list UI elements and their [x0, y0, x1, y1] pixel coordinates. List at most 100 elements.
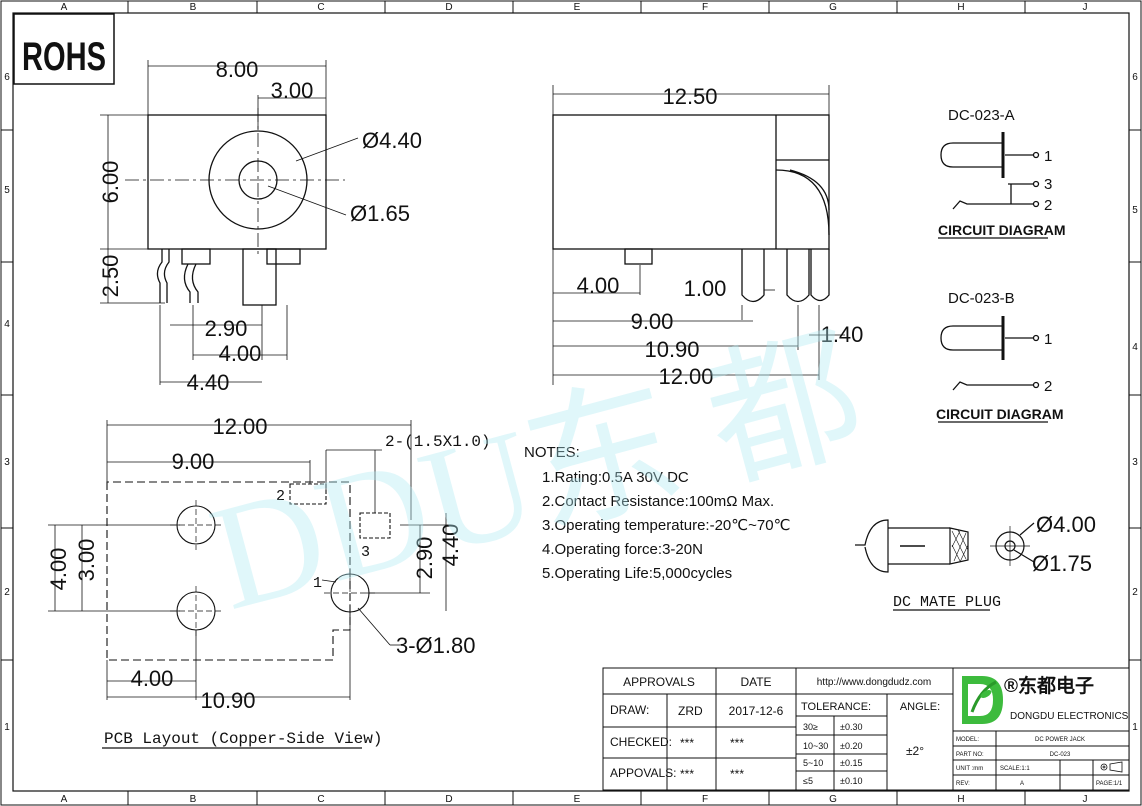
- circuit-b-caption: CIRCUIT DIAGRAM: [936, 406, 1064, 422]
- row-label: 2: [1132, 587, 1138, 598]
- pcb-slot: 2-(1.5X1.0): [385, 433, 491, 451]
- tb-appovals-label: APPOVALS:: [610, 766, 676, 780]
- dim-pitch-c: 4.40: [187, 370, 230, 395]
- tb-date: DATE: [740, 675, 771, 689]
- dim-height: 6.00: [98, 161, 123, 204]
- rohs-text: ROHS: [22, 35, 106, 79]
- dim-pitch-b: 4.00: [219, 341, 262, 366]
- note-item: 1.Rating:0.5A 30V DC: [542, 469, 689, 486]
- row-label: 3: [1132, 457, 1138, 468]
- circuit-a-pin2: 2: [1044, 197, 1052, 214]
- row-label: 5: [1132, 205, 1138, 216]
- side-view-labels: 12.50 4.00 1.00 9.00 10.90 12.00 1.40: [577, 84, 864, 389]
- tb-tol-value: ±0.20: [840, 741, 862, 751]
- notes-title: NOTES:: [524, 444, 580, 461]
- tb-part-val: DC-023: [1050, 752, 1071, 758]
- pcb-pin3: 3: [361, 544, 370, 561]
- plug-outer: Ø4.00: [1036, 512, 1096, 537]
- tb-rev-val: A: [1020, 781, 1024, 787]
- col-label: B: [190, 794, 197, 805]
- dc-mate-plug: [855, 519, 1035, 611]
- plug-caption: DC MATE PLUG: [893, 594, 1001, 611]
- tb-angle-val: ±2°: [906, 744, 924, 758]
- row-label: 4: [4, 319, 10, 330]
- projection-symbol-icon: [1100, 761, 1123, 773]
- row-label: 5: [4, 185, 10, 196]
- dim-d1: 4.00: [577, 273, 620, 298]
- tb-tolerance: TOLERANCE:: [801, 701, 871, 713]
- dim-inner-dia: Ø1.65: [350, 201, 410, 226]
- tb-page: PAGE:1/1: [1096, 781, 1123, 787]
- note-item: 4.Operating force:3-20N: [542, 541, 703, 558]
- tb-draw-date: 2017-12-6: [729, 704, 784, 718]
- col-label: D: [445, 2, 452, 13]
- plug-labels: Ø4.00 Ø1.75 DC MATE PLUG: [893, 512, 1096, 611]
- tb-angle: ANGLE:: [900, 701, 940, 713]
- tb-model-label: MODEL:: [956, 737, 979, 743]
- tb-scale: SCALE:1:1: [1000, 766, 1030, 772]
- dim-d4: 10.90: [644, 337, 699, 362]
- tb-checked-label: CHECKED:: [610, 735, 672, 749]
- dim-pin-len: 2.50: [98, 255, 123, 298]
- pcb-b1090: 10.90: [200, 688, 255, 713]
- col-label: E: [574, 794, 581, 805]
- pcb-pin1: 1: [313, 575, 322, 592]
- pcb-caption: PCB Layout (Copper-Side View): [104, 730, 382, 748]
- col-label: A: [61, 794, 68, 805]
- pcb-h3: 3.00: [74, 539, 99, 582]
- note-item: 2.Contact Resistance:100mΩ Max.: [542, 493, 774, 510]
- row-label: 4: [1132, 342, 1138, 353]
- pcb-layout: [48, 420, 450, 749]
- col-label: C: [317, 794, 324, 805]
- pcb-h290: 2.90: [412, 537, 437, 580]
- circuit-b-title: DC-023-B: [948, 290, 1015, 307]
- tb-draw-name: ZRD: [678, 704, 703, 718]
- front-view-labels: 8.00 3.00 Ø4.40 Ø1.65 6.00 2.50 2.90 4.0…: [98, 57, 422, 395]
- tb-brand-en: DONGDU ELECTRONICS: [1010, 711, 1129, 722]
- note-item: 5.Operating Life:5,000cycles: [542, 565, 732, 582]
- dongdu-logo-icon: [962, 676, 1003, 724]
- dim-width: 8.00: [216, 57, 259, 82]
- row-label: 1: [1132, 722, 1138, 733]
- circuit-a-labels: DC-023-A 1 3 2 CIRCUIT DIAGRAM: [938, 107, 1066, 238]
- tb-url: http://www.dongdudz.com: [817, 677, 932, 688]
- col-label: H: [957, 794, 964, 805]
- pcb-d9: 9.00: [172, 449, 215, 474]
- dim-outer-dia: Ø4.40: [362, 128, 422, 153]
- tb-tol-range: ≤5: [803, 776, 813, 786]
- pcb-holes: 3-Ø1.80: [396, 633, 476, 658]
- tb-approvals: APPROVALS: [623, 675, 695, 689]
- dim-length: 12.50: [662, 84, 717, 109]
- dim-d2: 1.00: [684, 276, 727, 301]
- dim-offset: 3.00: [271, 78, 314, 103]
- pcb-width: 12.00: [212, 414, 267, 439]
- watermark: DDU东 都: [196, 310, 879, 642]
- rohs-badge: ROHS: [13, 13, 115, 85]
- tb-tol-range: 5~10: [803, 758, 823, 768]
- circuit-a-caption: CIRCUIT DIAGRAM: [938, 222, 1066, 238]
- circuit-a-pin3: 3: [1044, 176, 1052, 193]
- col-label: G: [829, 2, 837, 13]
- col-label: F: [702, 2, 708, 13]
- tb-appovals-name: ***: [680, 767, 694, 781]
- pcb-h440: 4.40: [438, 524, 463, 567]
- dim-d5: 12.00: [658, 364, 713, 389]
- circuit-b: [938, 316, 1048, 423]
- tb-model-val: DC POWER JACK: [1035, 737, 1085, 743]
- title-block: [602, 667, 1130, 791]
- tb-tol-range: 10~30: [803, 741, 828, 751]
- row-label: 3: [4, 457, 10, 468]
- col-label: J: [1083, 794, 1088, 805]
- note-item: 3.Operating temperature:-20℃~70℃: [542, 517, 790, 534]
- row-label: 6: [4, 72, 10, 83]
- col-label: C: [317, 2, 324, 13]
- col-label: D: [445, 794, 452, 805]
- circuit-b-pin1: 1: [1044, 331, 1052, 348]
- pcb-h4: 4.00: [46, 548, 71, 591]
- tb-brand-cn: ®东都电子: [1004, 674, 1094, 697]
- dim-d6: 1.40: [821, 322, 864, 347]
- row-label: 6: [1132, 72, 1138, 83]
- side-view: [552, 85, 845, 385]
